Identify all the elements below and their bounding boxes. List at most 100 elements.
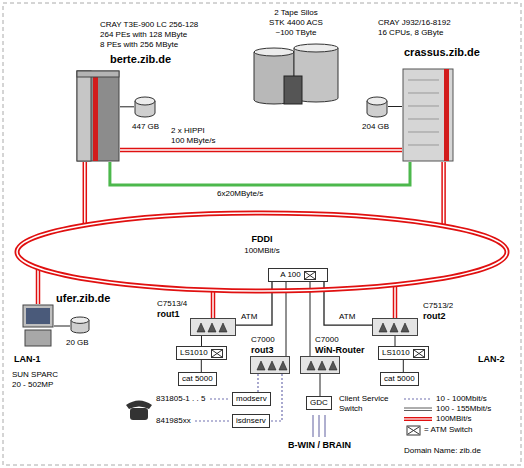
link-line bbox=[310, 282, 311, 356]
node-label: WiN-Router bbox=[315, 345, 364, 356]
router: C7000WiN-Router bbox=[300, 356, 340, 374]
supercomputer-icon bbox=[402, 68, 454, 162]
edge-label: 2 x HIPPI 100 MByte/s bbox=[170, 126, 219, 146]
wan-wire bbox=[325, 415, 326, 437]
router-mark bbox=[390, 323, 398, 332]
router-mark bbox=[197, 323, 205, 332]
link-outer bbox=[211, 290, 216, 318]
connector bbox=[201, 336, 202, 346]
node-label: 204 GB bbox=[362, 122, 389, 132]
monitor bbox=[23, 305, 53, 327]
workstation-icon bbox=[22, 304, 54, 348]
router-mark bbox=[307, 361, 315, 370]
switch-frame bbox=[304, 271, 315, 279]
cabinet-vent bbox=[408, 106, 439, 107]
node-label: A 100 bbox=[280, 270, 300, 280]
supercomputer: CRAY J932/16-819216 CPUs, 8 GBytecrassus… bbox=[402, 68, 454, 162]
cabinet bbox=[403, 69, 453, 161]
node-label: C7513/4 bbox=[157, 299, 187, 309]
atm-switch-symbol bbox=[408, 427, 419, 434]
disk-icon bbox=[366, 96, 388, 118]
cylinder-top bbox=[254, 48, 294, 56]
tape-drive bbox=[284, 76, 302, 104]
switch-frame bbox=[211, 349, 222, 357]
node-label: Client Service Switch bbox=[339, 394, 391, 414]
router-icon bbox=[251, 357, 289, 373]
supercomputer: CRAY T3E-900 LC 256-128264 PEs with 128 … bbox=[76, 70, 120, 162]
link-line bbox=[110, 162, 410, 185]
connector bbox=[395, 336, 396, 346]
node-label: rout2 bbox=[423, 311, 446, 322]
node-label: 264 PEs with 128 MByte bbox=[100, 30, 187, 40]
node-label: C7000 bbox=[315, 335, 339, 345]
edge-label: 6x20MByte/s bbox=[216, 189, 264, 199]
text-label: Domain Name: zib.de bbox=[404, 446, 481, 456]
atm-switch-symbol bbox=[407, 426, 420, 435]
link-line bbox=[403, 360, 404, 372]
disk: 447 GB bbox=[134, 96, 156, 118]
screen bbox=[26, 308, 50, 324]
connector bbox=[443, 162, 444, 226]
cabinet-vent bbox=[408, 93, 439, 94]
router-mark bbox=[279, 361, 287, 370]
link-line bbox=[54, 326, 70, 327]
connector bbox=[120, 106, 134, 107]
cabinet bbox=[77, 71, 119, 161]
link-inner bbox=[84, 162, 86, 225]
connector bbox=[120, 150, 402, 151]
node-label: C7000 bbox=[251, 335, 275, 345]
edge-label: ATM bbox=[240, 312, 258, 322]
node-label: GDC bbox=[310, 398, 328, 408]
node-label: cat 5000 bbox=[182, 374, 213, 384]
router-mark bbox=[401, 323, 409, 332]
lan-switch: cat 5000 bbox=[178, 372, 217, 386]
cylinder-top bbox=[71, 317, 89, 323]
switch-cross bbox=[305, 272, 315, 279]
cabinet-vent bbox=[408, 119, 439, 120]
link-outer bbox=[120, 148, 402, 153]
cabinet-vent bbox=[408, 132, 439, 133]
connector bbox=[54, 326, 70, 327]
connector bbox=[38, 268, 39, 304]
connector bbox=[320, 374, 321, 396]
link-outer bbox=[441, 162, 446, 226]
text-label: 831805-1 . . 5 bbox=[156, 394, 205, 404]
legend-sample bbox=[404, 410, 432, 411]
cylinder-top bbox=[135, 97, 155, 105]
router-mark bbox=[379, 323, 387, 332]
server-box: modserv bbox=[232, 392, 271, 406]
legend-text: = ATM Switch bbox=[424, 425, 473, 435]
router: C7513/4rout1 bbox=[190, 318, 236, 336]
link-inner bbox=[394, 285, 396, 318]
disk-icon bbox=[70, 316, 90, 334]
connector bbox=[403, 360, 404, 372]
node-label: 8 PEs with 256 MByte bbox=[100, 40, 178, 50]
connector bbox=[110, 162, 410, 185]
router-mark bbox=[329, 361, 337, 370]
text-label: LAN-1 bbox=[14, 354, 41, 365]
phone-handset bbox=[126, 401, 152, 410]
connector bbox=[201, 360, 202, 372]
legend-sample bbox=[404, 418, 432, 419]
node-label: ufer.zib.de bbox=[56, 292, 110, 305]
cabinet-stripe bbox=[444, 69, 449, 161]
fddi-ring: FDDI100MBit/sA 100 bbox=[14, 210, 510, 294]
node-label: 100MBit/s bbox=[14, 246, 510, 256]
node-label: C7513/2 bbox=[423, 301, 453, 311]
node-label: 20 GB bbox=[66, 338, 89, 348]
atm-switch: LS1010 bbox=[176, 346, 227, 360]
text-label: 841985xx bbox=[156, 416, 191, 426]
connector bbox=[270, 374, 282, 421]
router-icon bbox=[373, 319, 417, 335]
router-icon bbox=[301, 357, 339, 373]
router-icon bbox=[191, 319, 235, 335]
legend-sample bbox=[404, 398, 432, 399]
legend-sample bbox=[404, 417, 432, 421]
link-line bbox=[320, 374, 321, 396]
node-label: LS1010 bbox=[180, 348, 208, 358]
lan-switch: cat 5000 bbox=[380, 372, 419, 386]
atm-switch: LS1010 bbox=[378, 346, 429, 360]
link-line bbox=[395, 336, 396, 346]
disk: 204 GB bbox=[366, 96, 388, 118]
